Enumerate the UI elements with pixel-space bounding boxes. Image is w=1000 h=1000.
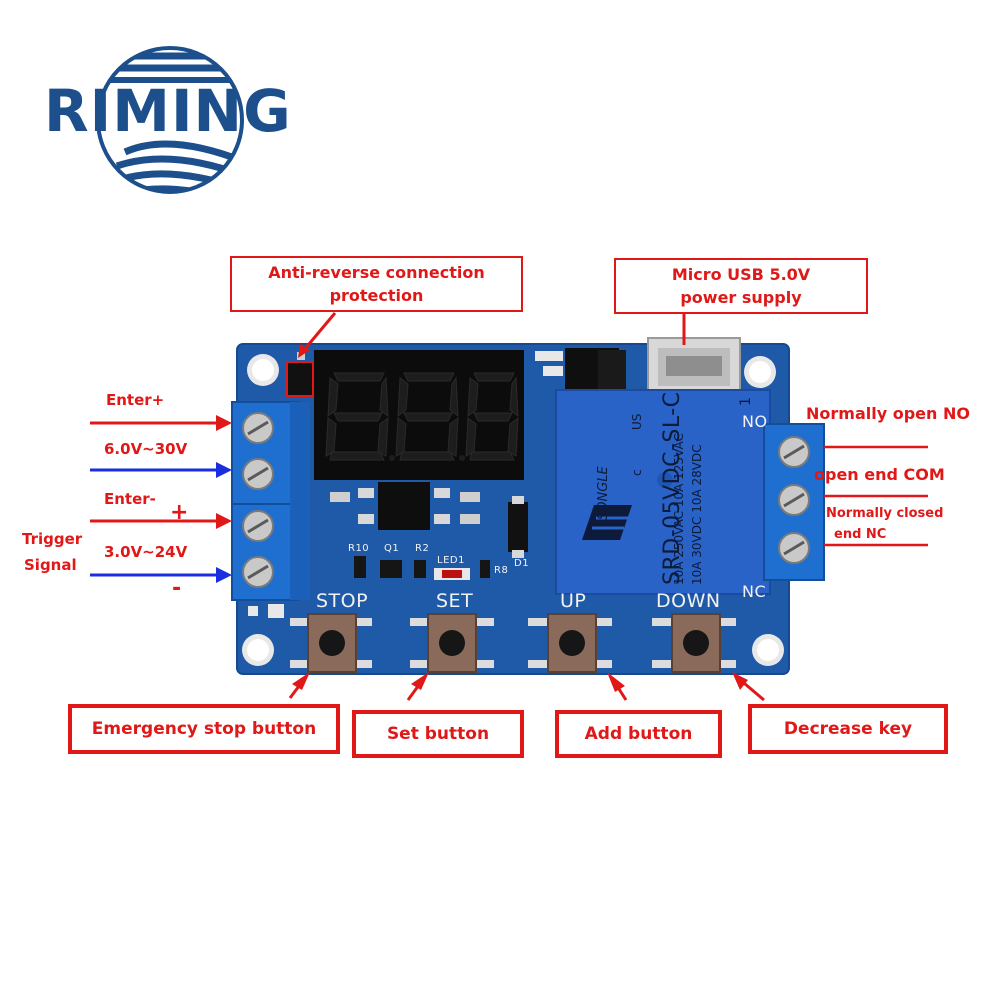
r8-silk-label: R8 (494, 565, 509, 576)
normally-closed-label: Normally closed (826, 506, 944, 521)
signal-label: Signal (24, 556, 77, 574)
voltage-range-1-label: 6.0V~30V (104, 440, 188, 458)
com-label: open end COM (814, 465, 945, 484)
decrease-key-callout: Decrease key (748, 704, 948, 754)
micro-usb-callout: Micro USB 5.0V power supply (614, 258, 868, 314)
minus-sign-label: - (172, 576, 182, 601)
add-button-callout: Add button (555, 710, 722, 758)
normally-open-label: Normally open NO (806, 404, 970, 423)
down-silk-label: DOWN (656, 590, 721, 612)
relay-us-text: US (630, 413, 644, 430)
trigger-label: Trigger (22, 530, 83, 548)
d1-silk-label: D1 (514, 558, 530, 569)
emergency-stop-callout: Emergency stop button (68, 704, 340, 754)
normally-closed-end-label: end NC (834, 527, 887, 542)
relay-brand-text: SONGLE (596, 466, 611, 520)
anti-reverse-callout: Anti-reverse connection protection (230, 256, 523, 312)
nc-silk-label: NC (742, 582, 767, 601)
relay-c-text: c (630, 469, 644, 476)
set-button-callout: Set button (352, 710, 524, 758)
relay-rating-line-2: 10A 30VDC 10A 28VDC (690, 444, 704, 585)
screw-terminal-icon (778, 436, 810, 564)
mounting-hole-icon (242, 354, 784, 666)
enter-plus-label: Enter+ (106, 391, 165, 409)
r10-silk-label: R10 (348, 543, 370, 554)
logo-text: RIMING (44, 77, 292, 145)
button-pads (290, 618, 736, 668)
relay-pin-text: 1 (738, 397, 754, 406)
enter-minus-label: Enter- (104, 490, 156, 508)
r2-silk-label: R2 (415, 543, 430, 554)
logo-mark-icon (96, 46, 244, 194)
no-silk-label: NO (742, 412, 768, 431)
q1-silk-label: Q1 (384, 543, 400, 554)
screw-terminal-icon (242, 412, 274, 588)
up-silk-label: UP (560, 590, 587, 612)
voltage-range-2-label: 3.0V~24V (104, 543, 188, 561)
set-silk-label: SET (436, 590, 474, 612)
stop-silk-label: STOP (316, 590, 369, 612)
relay-rating-line-1: 10A 250VAC 10A 125VAC (672, 433, 686, 585)
led1-silk-label: LED1 (437, 555, 465, 566)
plus-sign-label: + (170, 500, 189, 525)
